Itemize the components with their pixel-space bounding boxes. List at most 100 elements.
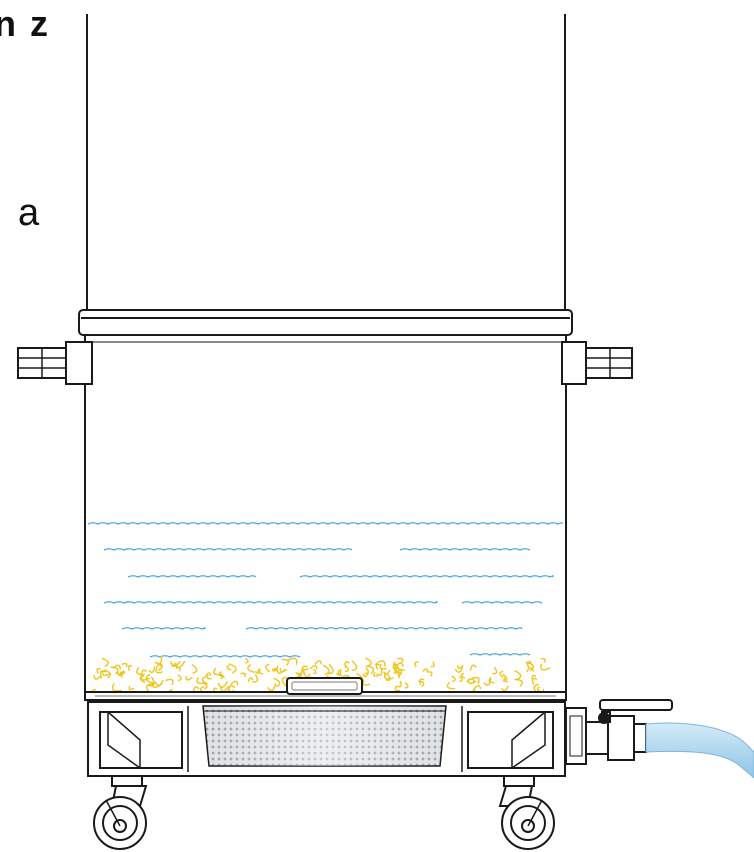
water-ripple-line: [103, 601, 438, 604]
drain-hose: [645, 722, 754, 779]
grain-piece: [540, 657, 546, 663]
water-ripple-line: [399, 548, 531, 551]
grain-piece: [252, 674, 259, 683]
grain-piece: [467, 678, 477, 685]
grain-piece: [502, 674, 508, 682]
water-ripple-line: [127, 575, 257, 578]
grain-piece: [136, 667, 145, 676]
grain-piece: [394, 685, 401, 692]
grain-piece: [154, 679, 164, 687]
grain-piece: [93, 674, 102, 680]
grain-piece: [414, 661, 419, 668]
grain-piece: [392, 661, 398, 667]
grain-piece: [526, 661, 532, 669]
grain-piece: [206, 674, 212, 680]
grain-piece: [418, 680, 425, 688]
tank-body: [84, 334, 567, 701]
ball-valve-icon: [565, 699, 673, 765]
grain-piece: [451, 675, 456, 683]
grain-piece: [430, 661, 435, 668]
grain-piece: [155, 667, 163, 674]
grain-piece: [140, 674, 150, 681]
grain-piece: [141, 669, 147, 675]
grain-piece: [309, 665, 318, 670]
grain-piece: [454, 665, 464, 673]
grain-piece: [267, 683, 277, 692]
grain-piece: [351, 660, 358, 671]
grain-piece: [228, 663, 237, 674]
grain-piece: [362, 673, 369, 678]
grain-piece: [96, 667, 101, 674]
basket-handle: [286, 677, 363, 695]
grain-piece: [470, 676, 480, 684]
grain-piece: [531, 674, 537, 680]
caster-wheel-icon: [93, 775, 148, 850]
grain-piece: [375, 663, 380, 670]
grain-piece: [226, 664, 232, 671]
water-ripple-line: [461, 601, 543, 604]
water-ripple-line: [87, 522, 563, 525]
grain-piece: [488, 677, 495, 684]
grain-piece: [313, 668, 317, 675]
water-ripple-line: [103, 548, 353, 551]
grain-piece: [404, 682, 409, 689]
grain-piece: [286, 657, 298, 665]
grain-piece: [501, 685, 509, 692]
grain-piece: [540, 663, 551, 671]
grain-piece: [376, 668, 383, 676]
grain-piece: [196, 677, 205, 684]
water-ripple-line: [469, 653, 531, 656]
grain-piece: [397, 668, 405, 679]
grain-piece: [112, 664, 121, 670]
grain-piece: [372, 672, 379, 677]
grain-piece: [281, 676, 288, 686]
grain-piece: [273, 677, 281, 688]
grain-piece: [148, 666, 156, 674]
grain-piece: [281, 658, 290, 666]
grain-piece: [177, 674, 182, 682]
grain-piece: [386, 674, 391, 682]
grain-piece: [337, 669, 343, 677]
grain-piece: [375, 660, 386, 667]
grain-piece: [257, 668, 264, 675]
grain-piece: [322, 664, 330, 676]
grain-piece: [121, 662, 128, 668]
grain-piece: [327, 664, 334, 675]
grain-piece: [165, 678, 174, 685]
left-handle: [17, 341, 93, 385]
right-handle: [561, 341, 633, 385]
grain-piece: [364, 667, 369, 675]
grain-piece: [379, 663, 387, 670]
grain-piece: [148, 676, 155, 687]
grain-piece: [155, 662, 163, 671]
grain-piece: [426, 671, 433, 677]
grain-piece: [314, 660, 322, 665]
grain-piece: [473, 684, 482, 690]
grain-piece: [99, 670, 107, 679]
grain-piece: [111, 683, 122, 692]
grain-piece: [397, 680, 402, 688]
grain-piece: [276, 668, 286, 675]
grain-piece: [230, 680, 239, 686]
grain-piece: [245, 657, 249, 664]
grain-piece: [175, 667, 181, 672]
grain-piece: [139, 675, 145, 683]
grain-piece: [394, 665, 402, 674]
grain-piece: [492, 666, 498, 675]
grain-piece: [127, 665, 133, 671]
grain-piece: [469, 664, 477, 671]
grain-piece: [104, 669, 112, 679]
grain-piece: [514, 678, 523, 687]
grain-piece: [383, 672, 394, 680]
label-fragment: a: [18, 192, 40, 234]
water-ripple-line: [121, 627, 206, 630]
grain-piece: [247, 677, 254, 682]
grain-piece: [526, 667, 535, 672]
grain-piece: [116, 670, 125, 676]
grain-piece: [419, 678, 425, 685]
grain-piece: [362, 679, 371, 686]
grain-piece: [185, 676, 193, 681]
grain-piece: [110, 666, 119, 675]
grain-piece: [499, 670, 504, 678]
grain-piece: [446, 681, 456, 690]
